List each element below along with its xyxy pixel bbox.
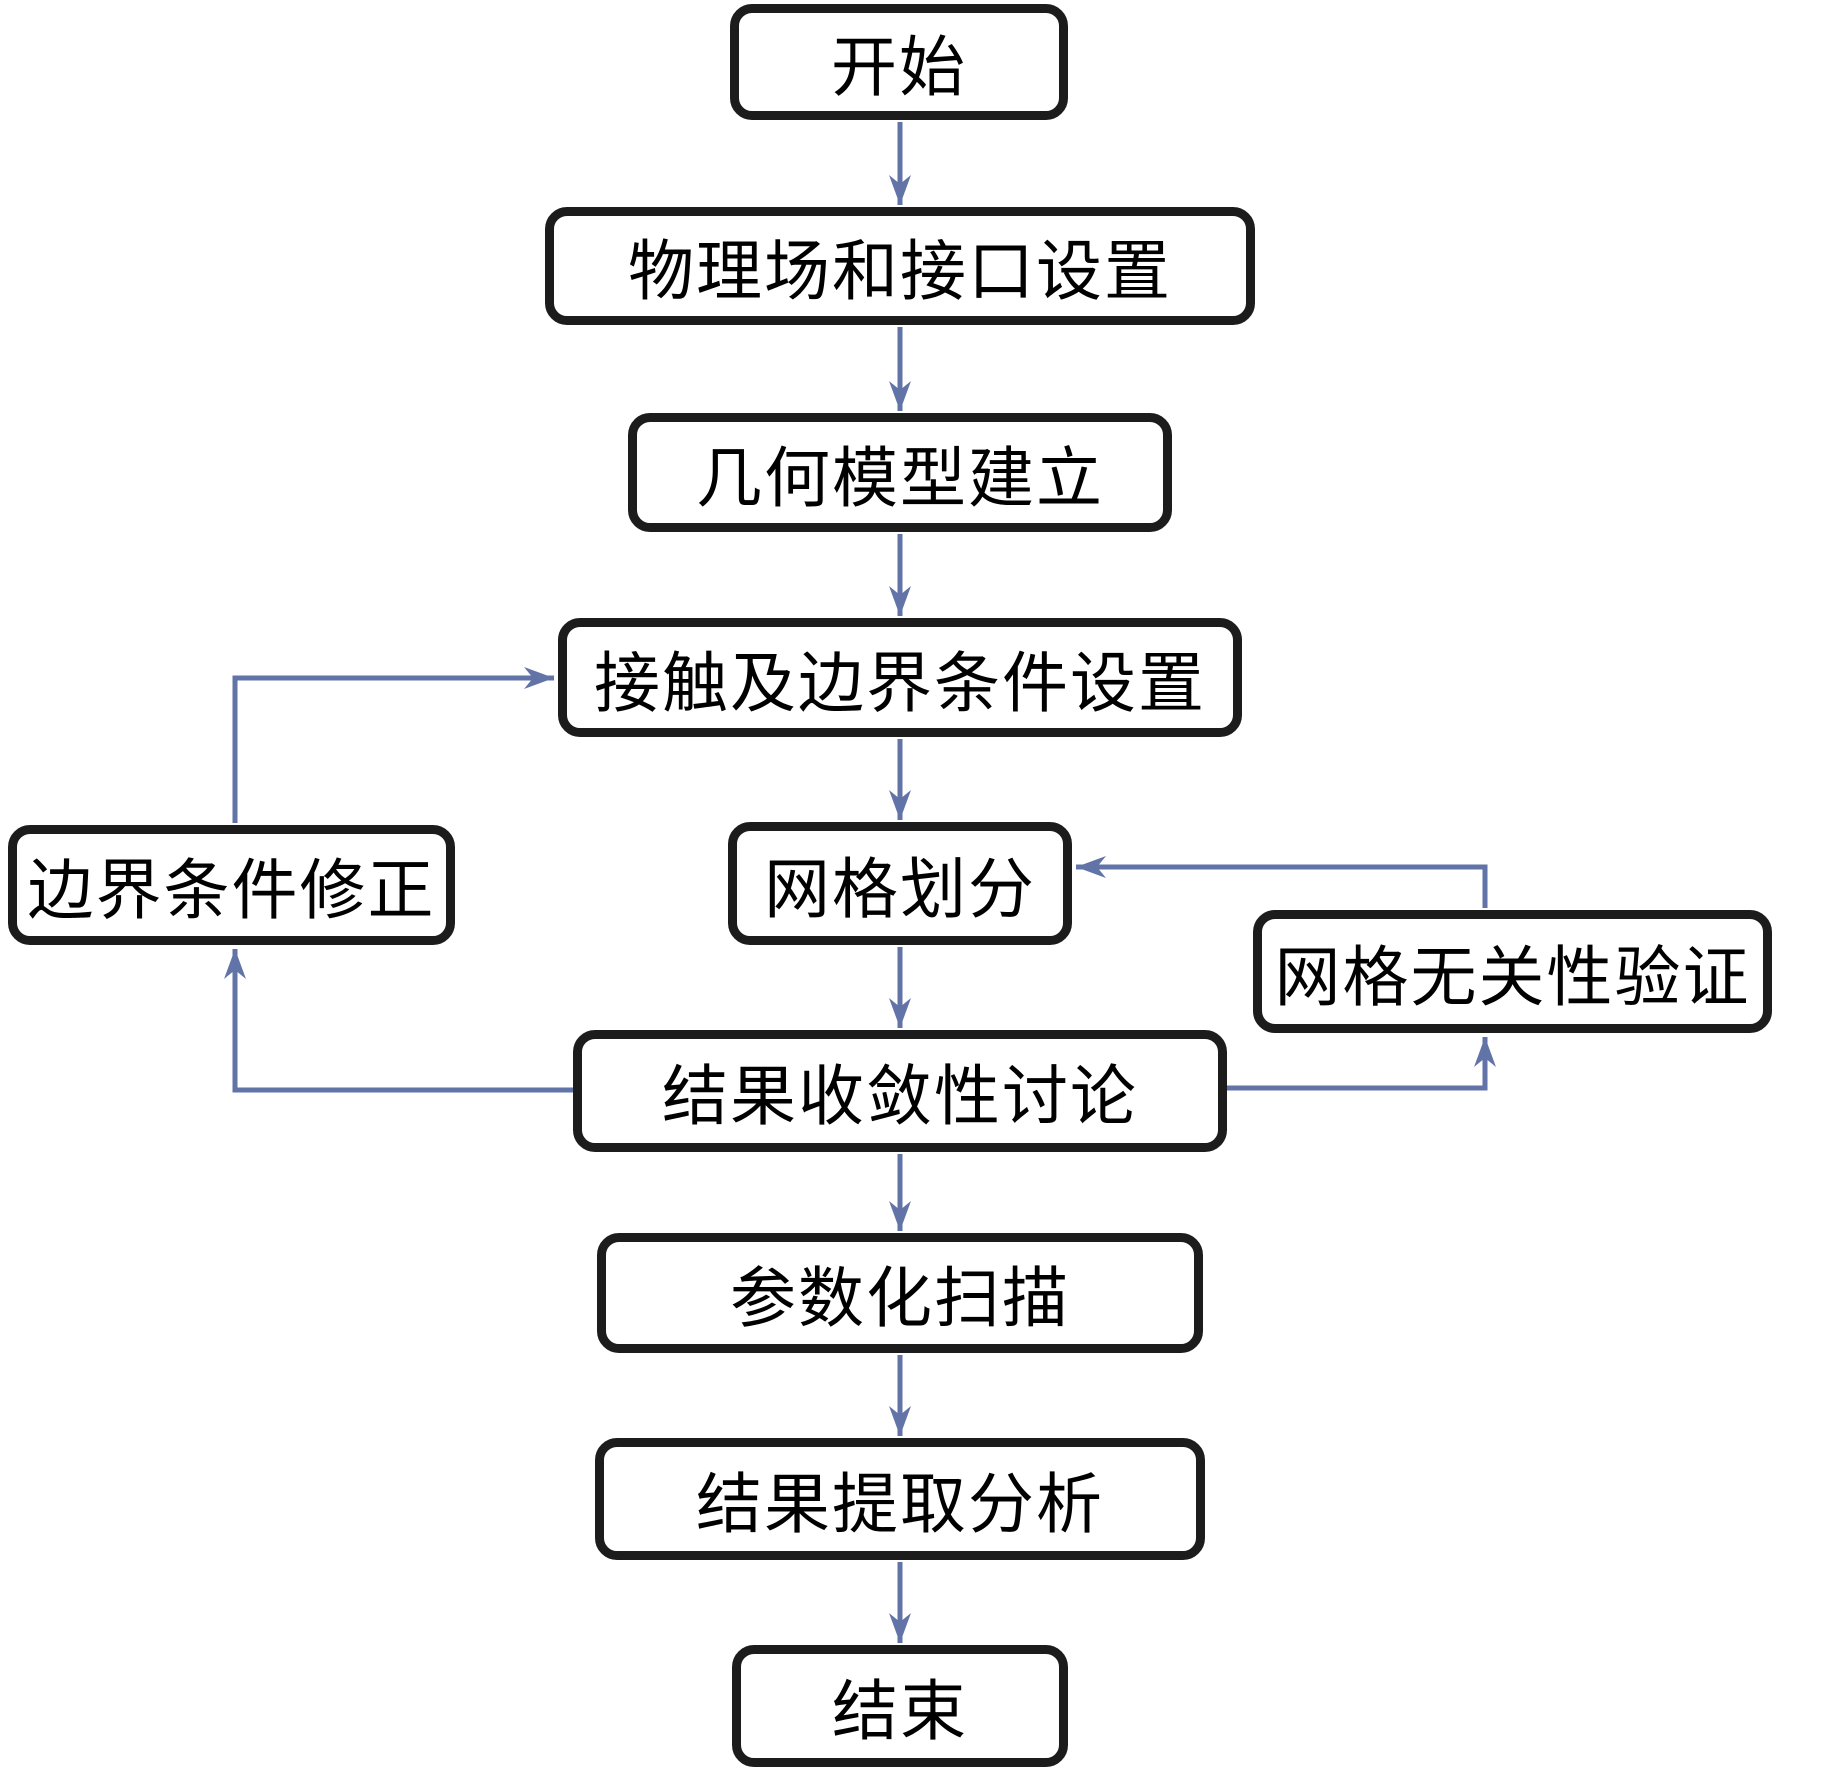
node-end: 结束 [732,1645,1068,1767]
node-mesh-independence-label: 网格无关性验证 [1274,941,1751,1015]
node-convergence-discussion-label: 结果收敛性讨论 [662,1061,1138,1134]
edge-convergence-meshverify [1227,1037,1496,1091]
node-start-label: 开始 [831,32,967,105]
node-meshing: 网格划分 [728,822,1072,945]
edge-boundaryfix-contact [232,667,554,823]
node-physics-interface-setup: 物理场和接口设置 [545,207,1255,325]
node-parametric-sweep-label: 参数化扫描 [730,1263,1070,1336]
node-mesh-independence: 网格无关性验证 [1253,910,1772,1033]
node-convergence-discussion: 结果收敛性讨论 [573,1030,1227,1152]
node-physics-interface-setup-label: 物理场和接口设置 [628,236,1172,309]
edge-meshverify-meshing [1076,856,1488,908]
node-boundary-correction-label: 边界条件修正 [27,855,436,928]
node-meshing-label: 网格划分 [764,853,1036,927]
edge-convergence-boundaryfix [224,949,573,1093]
node-contact-boundary-setup-label: 接触及边界条件设置 [594,647,1206,721]
node-contact-boundary-setup: 接触及边界条件设置 [558,618,1242,737]
node-boundary-correction: 边界条件修正 [8,825,455,945]
node-parametric-sweep: 参数化扫描 [597,1233,1203,1353]
node-geometry-model-label: 几何模型建立 [696,442,1104,516]
node-result-extraction-label: 结果提取分析 [696,1469,1104,1542]
node-start: 开始 [730,4,1068,120]
node-end-label: 结束 [832,1676,968,1749]
node-result-extraction: 结果提取分析 [595,1438,1205,1560]
node-geometry-model: 几何模型建立 [628,413,1172,532]
